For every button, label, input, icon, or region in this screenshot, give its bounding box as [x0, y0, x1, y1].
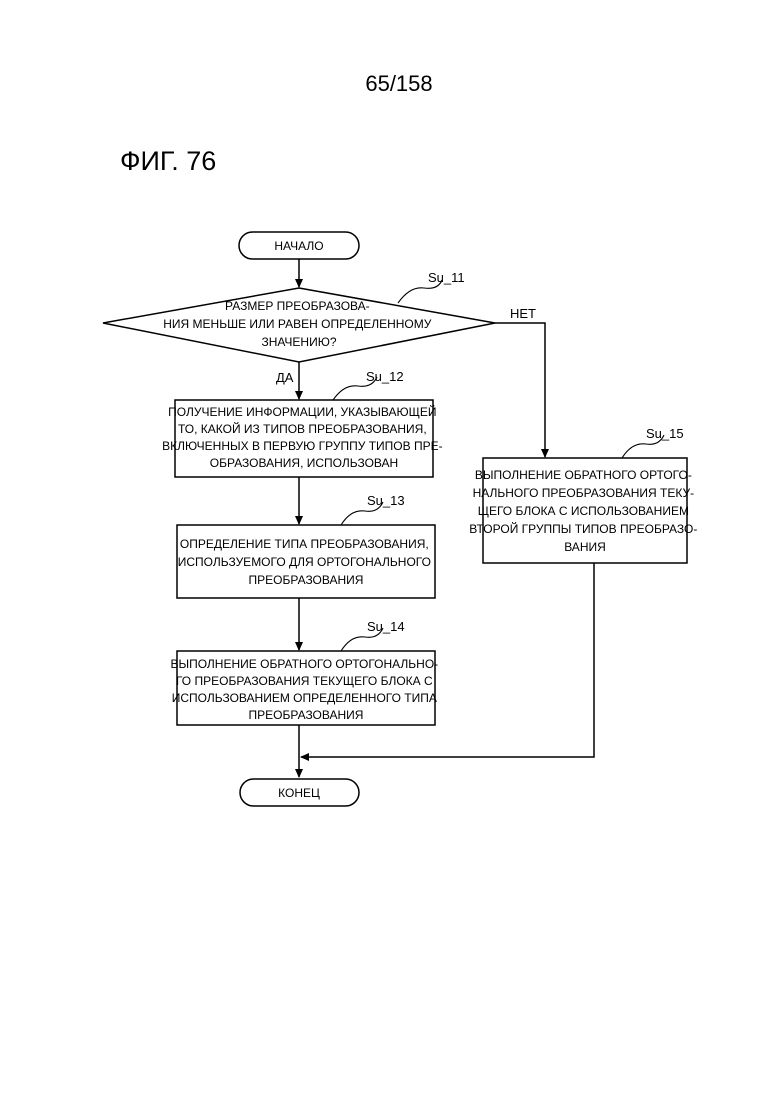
step14-line: ГО ПРЕОБРАЗОВАНИЯ ТЕКУЩЕГО БЛОКА С	[176, 674, 433, 688]
step15-node: ВЫПОЛНЕНИЕ ОБРАТНОГО ОРТОГО- НАЛЬНОГО ПР…	[469, 426, 700, 563]
step15-line: ВТОРОЙ ГРУППЫ ТИПОВ ПРЕОБРАЗО-	[469, 521, 697, 536]
step-id-su14: Su_14	[367, 619, 405, 634]
end-node: КОНЕЦ	[240, 779, 359, 806]
decision-line: НИЯ МЕНЬШЕ ИЛИ РАВЕН ОПРЕДЕЛЕННОМУ	[163, 317, 431, 331]
step14-line: ПРЕОБРАЗОВАНИЯ	[249, 708, 364, 722]
step13-node: ОПРЕДЕЛЕНИЕ ТИПА ПРЕОБРАЗОВАНИЯ, ИСПОЛЬЗ…	[177, 493, 435, 598]
start-node: НАЧАЛО	[239, 232, 359, 259]
decision-node: РАЗМЕР ПРЕОБРАЗОВА- НИЯ МЕНЬШЕ ИЛИ РАВЕН…	[103, 270, 536, 385]
step13-line: ПРЕОБРАЗОВАНИЯ	[249, 573, 364, 587]
step-id-su11: Su_11	[428, 270, 465, 285]
start-label: НАЧАЛО	[274, 239, 323, 253]
decision-line: ЗНАЧЕНИЮ?	[261, 335, 336, 349]
step15-line: ЩЕГО БЛОКА С ИСПОЛЬЗОВАНИЕМ	[478, 504, 689, 518]
no-label: НЕТ	[510, 306, 536, 321]
step15-line: ВЫПОЛНЕНИЕ ОБРАТНОГО ОРТОГО-	[475, 468, 692, 482]
page-number: 65/158	[365, 71, 432, 96]
step14-node: ВЫПОЛНЕНИЕ ОБРАТНОГО ОРТОГОНАЛЬНО- ГО ПР…	[170, 619, 441, 725]
step-id-su13: Su_13	[367, 493, 405, 508]
step12-line: ВКЛЮЧЕННЫХ В ПЕРВУЮ ГРУППУ ТИПОВ ПРЕ-	[162, 439, 443, 453]
step13-line: ОПРЕДЕЛЕНИЕ ТИПА ПРЕОБРАЗОВАНИЯ,	[180, 537, 429, 551]
step13-line: ИСПОЛЬЗУЕМОГО ДЛЯ ОРТОГОНАЛЬНОГО	[178, 555, 431, 569]
step14-line: ВЫПОЛНЕНИЕ ОБРАТНОГО ОРТОГОНАЛЬНО-	[170, 657, 438, 671]
decision-line: РАЗМЕР ПРЕОБРАЗОВА-	[225, 299, 370, 313]
step14-line: ИСПОЛЬЗОВАНИЕМ ОПРЕДЕЛЕННОГО ТИПА	[172, 691, 437, 705]
step15-line: НАЛЬНОГО ПРЕОБРАЗОВАНИЯ ТЕКУ-	[473, 486, 695, 500]
figure-label: ФИГ. 76	[120, 146, 216, 176]
step12-line: ОБРАЗОВАНИЯ, ИСПОЛЬЗОВАН	[210, 456, 398, 470]
yes-label: ДА	[276, 370, 294, 385]
step-id-su15: Su_15	[646, 426, 684, 441]
step-id-su12: Su_12	[366, 369, 404, 384]
connector-decision-to-step15	[495, 323, 545, 457]
step15-line: ВАНИЯ	[564, 540, 606, 554]
step12-node: ПОЛУЧЕНИЕ ИНФОРМАЦИИ, УКАЗЫВАЮЩЕЙ ТО, КА…	[162, 369, 446, 477]
end-label: КОНЕЦ	[278, 786, 320, 800]
step12-line: ТО, КАКОЙ ИЗ ТИПОВ ПРЕОБРАЗОВАНИЯ,	[178, 421, 427, 436]
step12-line: ПОЛУЧЕНИЕ ИНФОРМАЦИИ, УКАЗЫВАЮЩЕЙ	[168, 404, 436, 419]
